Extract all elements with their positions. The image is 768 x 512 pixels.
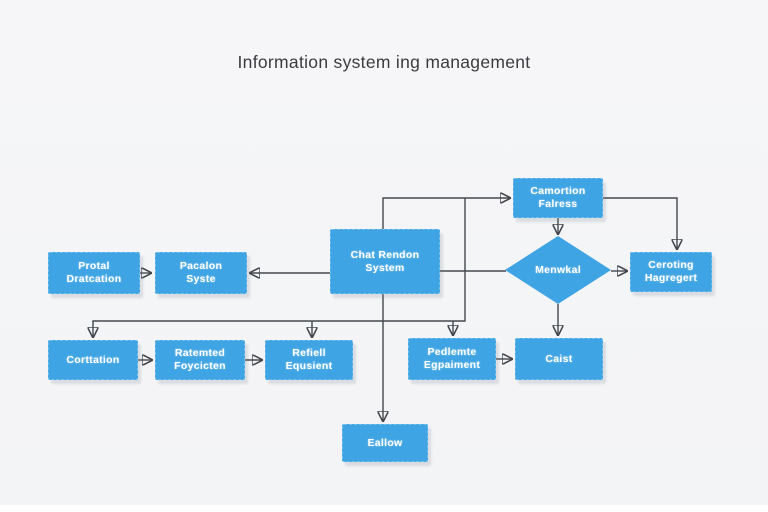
node-label: Corttation: [66, 353, 120, 366]
node-pedlemte-egpaiment: Pedlemte Egpaiment: [408, 338, 496, 380]
node-label: Protal Dratcation: [66, 260, 122, 285]
node-label: Pedlemte Egpaiment: [423, 346, 481, 371]
node-ceroting-hagregert: Ceroting Hagregert: [630, 252, 712, 292]
node-caist: Caist: [515, 338, 603, 380]
node-label: Pacalon Syste: [179, 260, 223, 285]
node-menwkal-decision: Menwkal: [505, 236, 611, 304]
connector-camortion-ceroting: [603, 197, 677, 249]
node-label: Camortion Falress: [530, 185, 586, 210]
node-refiell-equsient: Refiell Equsient: [265, 340, 353, 380]
node-label: Menwkal: [535, 263, 581, 276]
node-chat-rendon-system: Chat Rendon System: [330, 229, 440, 294]
node-label: Ratemted Foycicten: [174, 347, 226, 372]
node-eallow: Eallow: [342, 424, 428, 462]
node-label: Refiell Equsient: [285, 347, 333, 372]
node-corttation: Corttation: [48, 340, 138, 380]
bottom-white-strip: [0, 505, 768, 512]
connector-central-camortion: [382, 198, 510, 229]
node-pacalon-syste: Pacalon Syste: [155, 252, 247, 294]
node-ratemted-foycicten: Ratemted Foycicten: [155, 340, 245, 380]
node-protal-dratcation: Protal Dratcation: [48, 252, 140, 294]
node-label: Caist: [545, 352, 573, 365]
node-camortion-falress: Camortion Falress: [513, 178, 603, 218]
node-label: Eallow: [367, 436, 403, 449]
diagram-title: Information system ing management: [237, 52, 531, 72]
node-label: Chat Rendon System: [350, 248, 420, 274]
node-label: Ceroting Hagregert: [644, 259, 698, 284]
